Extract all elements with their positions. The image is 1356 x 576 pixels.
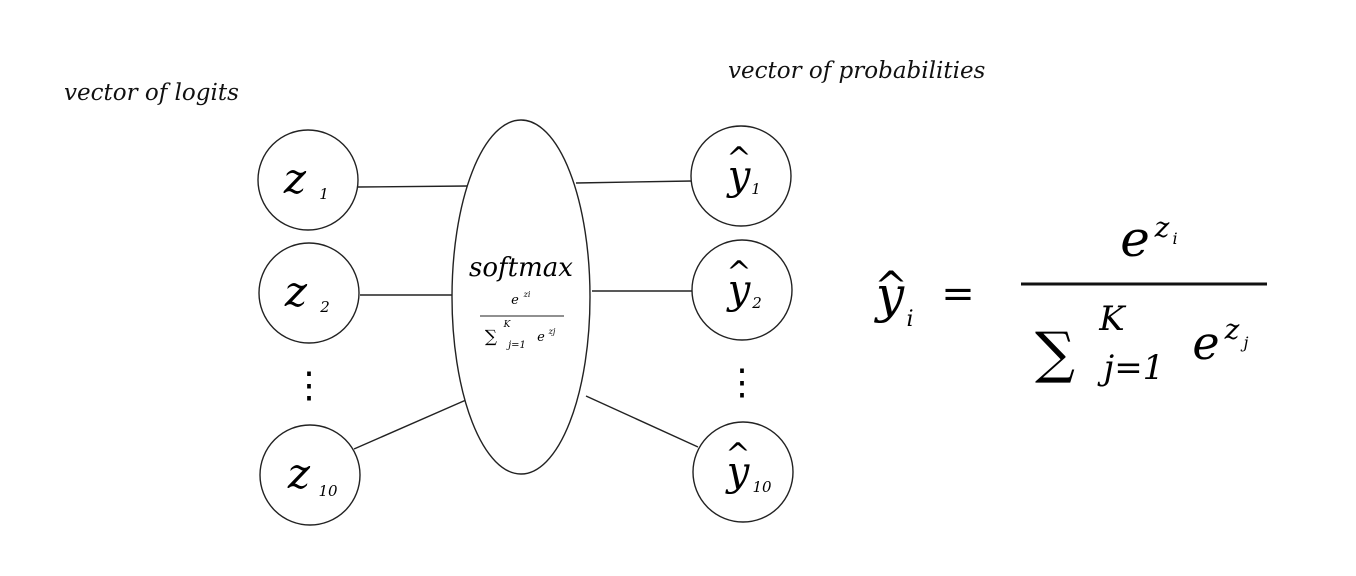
input-symbol: z — [284, 267, 308, 316]
formula-sum-symbol: ∑ — [1035, 321, 1075, 386]
formula-numerator-base: e — [1120, 210, 1150, 268]
output-symbol: y — [725, 449, 751, 495]
input-node-z10: z 10 — [259, 424, 361, 526]
input-node-z2: z 2 — [258, 242, 360, 344]
softmax-formula: ^ y i = e z i ∑ K j=1 e z j — [874, 210, 1267, 388]
probabilities-caption: vector of probabilities — [728, 58, 986, 84]
output-node-y2: ^ y 2 — [691, 239, 793, 341]
edge-z10-softmax — [353, 399, 467, 450]
softmax-denominator-base: e — [537, 330, 545, 345]
softmax-node: softmax e zi ∑ K j=1 e zj — [451, 119, 591, 475]
formula-denominator-exp-base: z — [1224, 313, 1240, 346]
input-node-z1: z 1 — [257, 129, 359, 231]
output-subscript: 10 — [752, 478, 772, 496]
output-node-y10: ^ y 10 — [692, 421, 794, 523]
formula-lhs-symbol: y — [874, 266, 905, 324]
edge-softmax-y1 — [575, 180, 693, 184]
output-symbol: y — [726, 153, 752, 199]
input-subscript: 1 — [319, 185, 329, 203]
formula-numerator-exp-subscript: i — [1172, 229, 1177, 248]
output-subscript: 2 — [751, 294, 762, 312]
formula-denominator-base: e — [1192, 316, 1219, 370]
softmax-label: softmax — [469, 253, 573, 283]
input-ellipsis: ⋮ — [291, 365, 327, 406]
formula-numerator-exp-base: z — [1154, 211, 1170, 244]
softmax-sum-upper: K — [503, 320, 512, 330]
softmax-numerator-base: e — [511, 293, 519, 308]
input-symbol: z — [283, 154, 307, 203]
softmax-numerator-exponent: zi — [523, 290, 531, 299]
output-hat: ^ — [725, 437, 750, 472]
logits-caption: vector of logits — [64, 80, 239, 106]
output-symbol: y — [726, 267, 752, 313]
softmax-denominator-exponent: zj — [548, 327, 556, 336]
softmax-sum-lower: j=1 — [506, 340, 526, 351]
input-subscript: 10 — [318, 482, 338, 500]
formula-lhs-subscript: i — [906, 307, 913, 332]
formula-equals: = — [941, 271, 975, 317]
edge-softmax-y10 — [585, 395, 699, 448]
edge-z1-softmax — [357, 185, 469, 188]
output-node-y1: ^ y 1 — [690, 125, 792, 227]
formula-sum-upper: K — [1098, 299, 1127, 339]
output-ellipsis: ⋮ — [724, 362, 760, 403]
output-hat: ^ — [726, 141, 751, 176]
output-subscript: 1 — [751, 180, 761, 198]
output-hat: ^ — [726, 255, 751, 290]
formula-denominator-exp-subscript: j — [1241, 333, 1249, 352]
softmax-sum-symbol: ∑ — [485, 327, 497, 347]
formula-lhs-hat: ^ — [874, 264, 908, 310]
input-subscript: 2 — [319, 298, 330, 316]
formula-sum-lower: j=1 — [1097, 348, 1165, 388]
input-symbol: z — [287, 449, 311, 498]
